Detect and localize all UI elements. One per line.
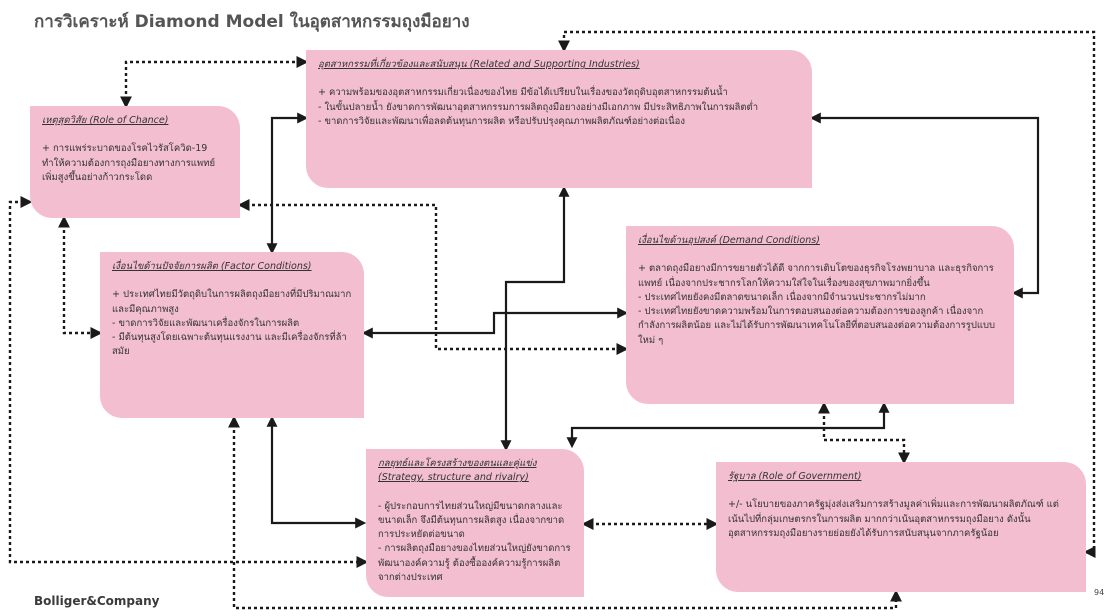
arrow-factor-strategy [266,415,367,529]
related-industries-box: อุตสาหกรรมที่เกี่ยวข้องและสนับสนุน (Rela… [306,50,812,188]
strategy-structure-heading: กลยุทธ์และโครงสร้างของตนและคู่แข่ง [378,458,537,469]
government-item: +/- นโยบายของภาครัฐมุ่งส่งเสริมการสร้างม… [728,499,1059,539]
related-item: + ความพร้อมของอุตสาหกรรมเกี่ยวเนื่องของไ… [318,87,728,99]
dotted-demand-government [818,401,910,465]
demand-item: + ตลาดถุงมือยางมีการขยายตัวได้ดี จากการเ… [638,263,994,289]
strategy-structure-heading-en: (Strategy, structure and rivalry) [378,472,529,484]
related-item: - ขาดการวิจัยและพัฒนาเพื่อลดต้นทุนการผลิ… [318,115,685,127]
related-industries-heading: อุตสาหกรรมที่เกี่ยวข้องและสนับสนุน (Rela… [318,59,640,70]
factor-item: - ขาดการวิจัยและพัฒนาเครื่องจักรในการผลิ… [112,317,300,329]
page-number: 94 [1094,588,1105,597]
dotted-chance-strategy [8,196,369,568]
strategy-structure-box: กลยุทธ์และโครงสร้างของตนและคู่แข่ง (Stra… [366,449,584,597]
related-item: - ในขั้นปลายน้ำ ยังขาดการพัฒนาอุตสาหกรรม… [318,101,759,113]
dotted-related-government [558,30,1096,558]
arrow-factor-demand [361,307,629,339]
company-logo: Bolliger&Company [34,594,160,608]
demand-conditions-heading: เงื่อนไขด้านอุปสงค์ (Demand Conditions) [638,235,820,246]
chance-item: + การแพร่ระบาดของโรคไวรัสโควิด-19 ทำให้ค… [42,143,216,183]
arrow-factor-related [266,112,309,255]
government-heading: รัฐบาล (Role of Government) [728,471,862,482]
role-of-chance-box: เหตุสุดวิสัย (Role of Chance) + การแพร่ร… [30,106,240,218]
dotted-chance-related [120,56,309,109]
dotted-factor-government [228,415,902,610]
demand-conditions-box: เงื่อนไขด้านอุปสงค์ (Demand Conditions) … [626,226,1014,404]
factor-conditions-heading: เงื่อนไขด้านปัจจัยการผลิต (Factor Condit… [112,261,312,272]
strategy-item: - การผลิตถุงมือยางของไทยส่วนใหญ่ยังขาดกา… [378,543,571,583]
arrow-related-strategy [500,185,570,452]
factor-item: + ประเทศไทยมีวัตถุดิบในการผลิตถุงมือยางท… [112,289,352,315]
demand-item: - ประเทศไทยยังคงมีตลาดขนาดเล็ก เนื่องจาก… [638,291,926,303]
dotted-chance-factor [58,215,103,339]
government-box: รัฐบาล (Role of Government) +/- นโยบายขอ… [716,462,1086,592]
role-of-chance-heading: เหตุสุดวิสัย (Role of Chance) [42,115,169,126]
factor-conditions-box: เงื่อนไขด้านปัจจัยการผลิต (Factor Condit… [100,252,364,418]
strategy-item: - ผู้ประกอบการไทยส่วนใหญ่มีขนาดกลางและขน… [378,500,565,541]
factor-item: - มีต้นทุนสูงโดยเฉพาะต้นทุนแรงงาน และมีเ… [112,332,347,358]
page-title: การวิเคราะห์ Diamond Model ในอุตสาหกรรมถ… [34,12,470,32]
demand-item: - ประเทศไทยยังขาดความพร้อมในการตอบสนองต่… [638,306,996,346]
